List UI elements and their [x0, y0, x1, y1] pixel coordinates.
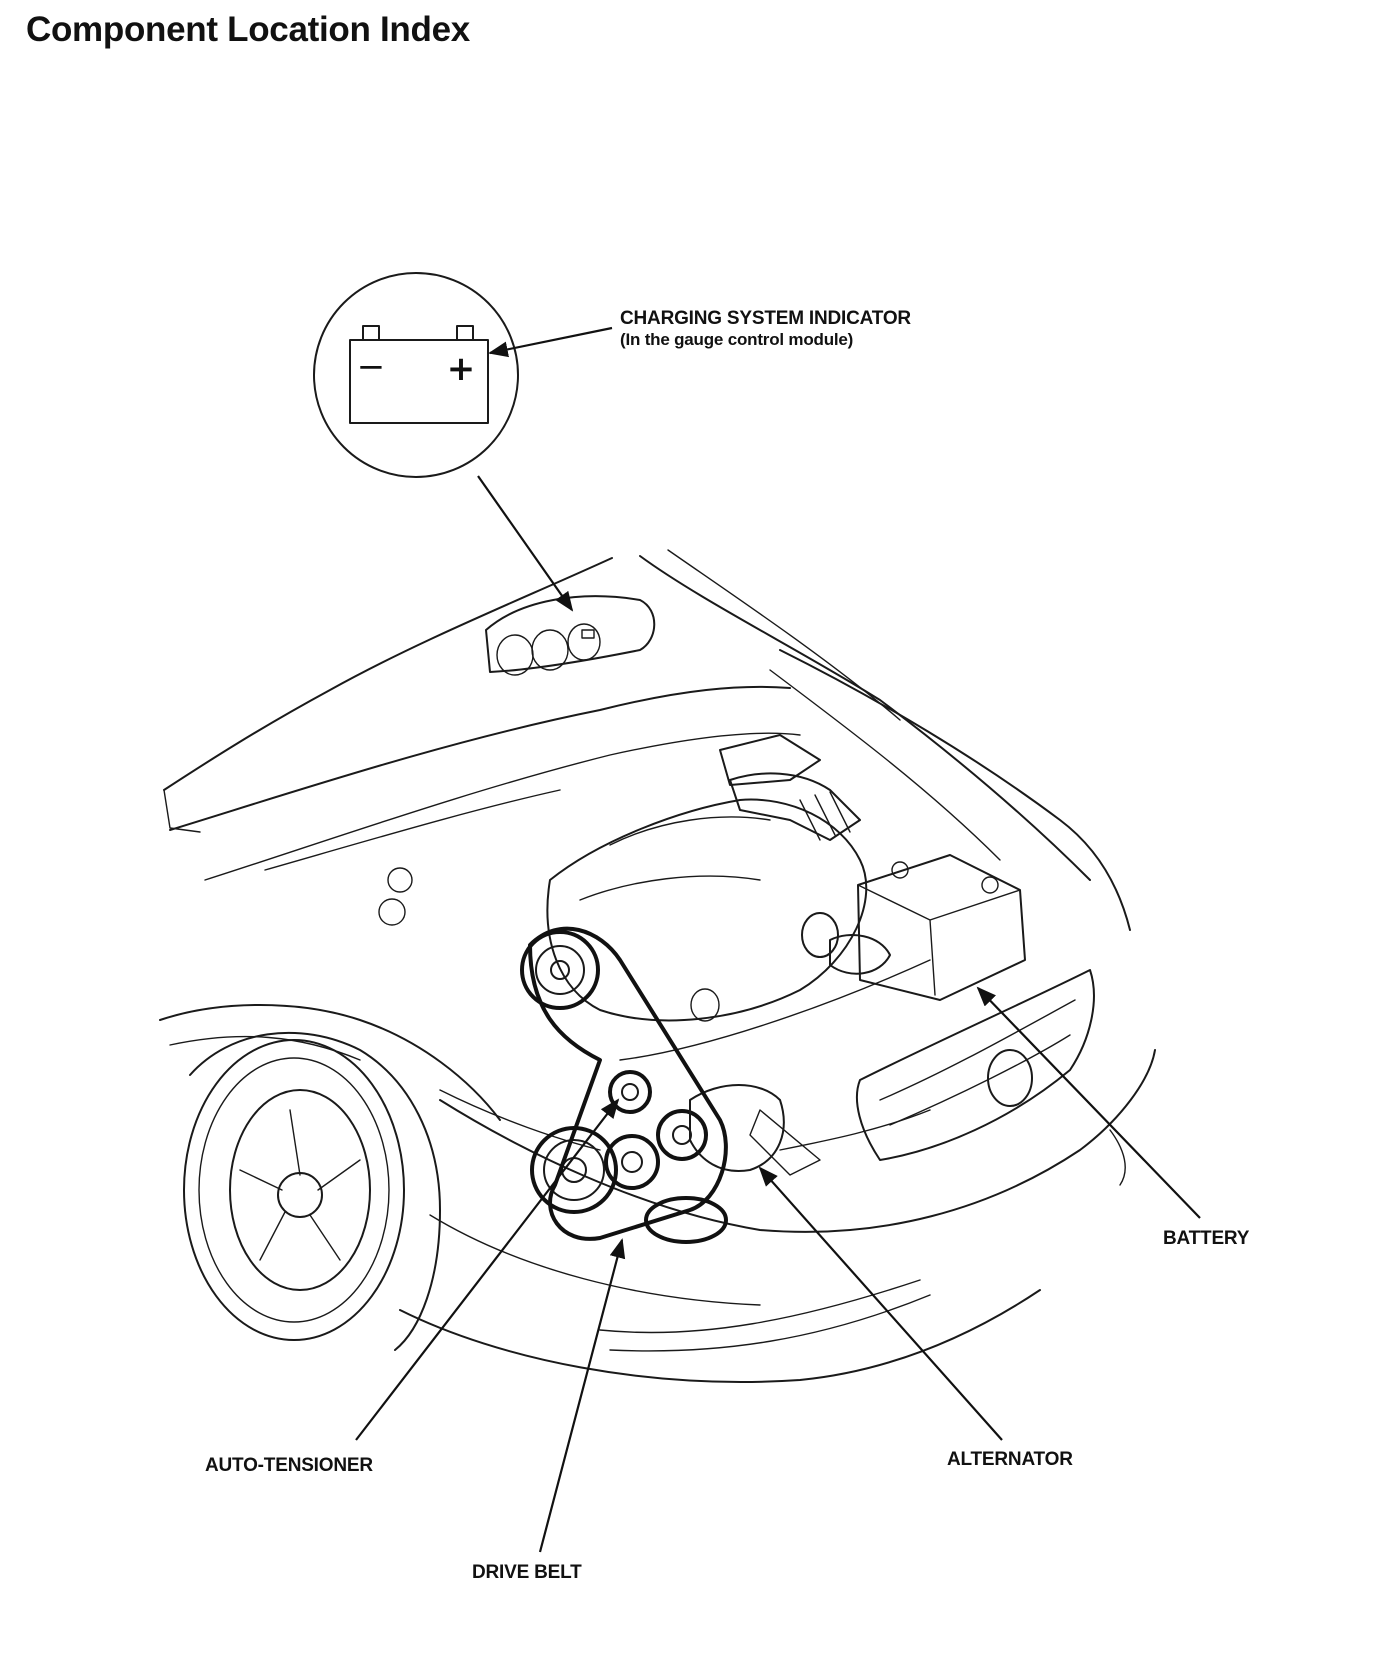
drive-belt-assembly	[520, 926, 785, 1244]
battery-warning-icon: − +	[349, 325, 489, 424]
auto-tensioner-label: AUTO-TENSIONER	[205, 1455, 373, 1476]
indicator-leader	[488, 326, 613, 358]
auto-tensioner-leader	[355, 1098, 620, 1441]
charging-system-indicator-label: CHARGING SYSTEM INDICATOR (In the gauge …	[620, 308, 911, 350]
drive-belt-label: DRIVE BELT	[472, 1562, 582, 1583]
vehicle-drawing	[159, 549, 1156, 1383]
battery-positive-symbol: +	[447, 349, 476, 389]
page-title: Component Location Index	[26, 10, 470, 49]
battery	[829, 854, 1026, 1001]
charging-system-indicator-note: (In the gauge control module)	[620, 330, 854, 349]
drive-belt-leader	[538, 1238, 626, 1553]
battery-leader	[976, 986, 1201, 1219]
indicator-inset: − +	[313, 272, 519, 478]
inset-pointer-leader	[477, 475, 574, 612]
charging-system-indicator-title: CHARGING SYSTEM INDICATOR	[620, 308, 911, 329]
engine	[546, 734, 868, 1022]
alternator-label: ALTERNATOR	[947, 1449, 1073, 1470]
battery-label: BATTERY	[1163, 1228, 1250, 1249]
gauge-cluster	[485, 595, 656, 676]
front-wheel	[183, 1039, 405, 1341]
alternator-leader	[758, 1166, 1003, 1441]
battery-negative-symbol: −	[357, 347, 386, 387]
